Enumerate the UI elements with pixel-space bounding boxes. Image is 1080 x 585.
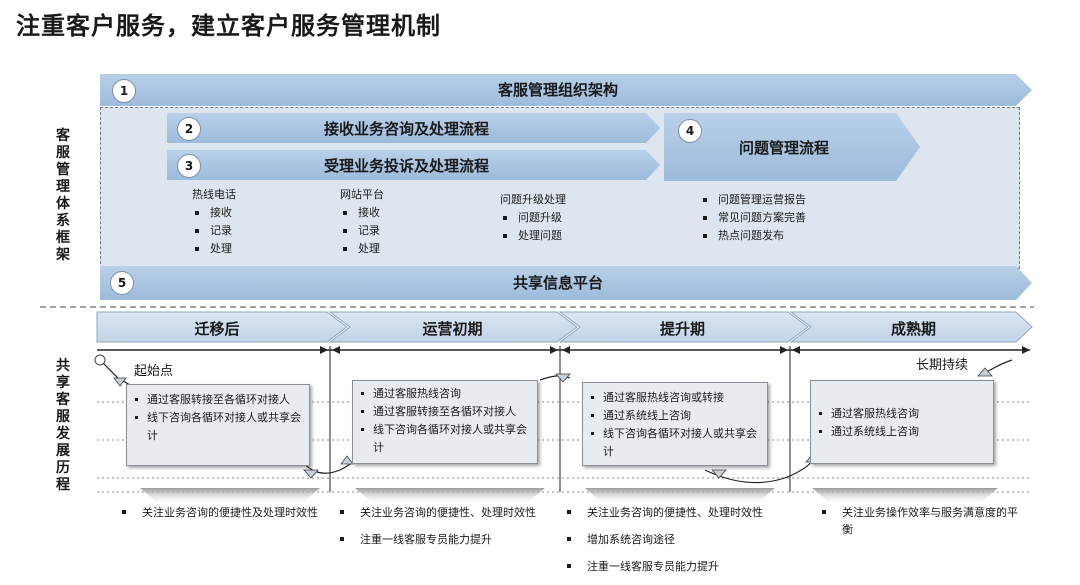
- list-item: 增加系统咨询途径: [565, 531, 795, 548]
- list-item: 问题升级: [500, 209, 640, 227]
- list-item: 问题管理运营报告: [700, 191, 900, 209]
- list-item: 接收: [192, 204, 312, 222]
- list-item: 线下咨询各循环对接人或共享会计: [133, 409, 303, 445]
- bar4-arrow: [664, 113, 920, 181]
- list-item: 处理问题: [500, 227, 640, 245]
- col-escalate-title: 问题升级处理: [500, 193, 566, 206]
- list-item: 通过客服热线咨询: [359, 385, 531, 403]
- focus-list-2: 关注业务咨询的便捷性、处理时效性 注重一线客服专员能力提升: [338, 504, 548, 558]
- phase-label-3: 提升期: [659, 320, 705, 338]
- col-web-title: 网站平台: [340, 188, 384, 201]
- phase-box-2: 通过客服热线咨询 通过客服转接至各循环对接人 线下咨询各循环对接人或共享会计: [352, 380, 538, 464]
- col-web: 网站平台 接收 记录 处理: [340, 186, 460, 258]
- bar4-label: 问题管理流程: [738, 139, 829, 157]
- list-item: 注重一线客服专员能力提升: [338, 531, 548, 548]
- list-item: 记录: [340, 222, 460, 240]
- history-side-label: 共享客服发展历程: [56, 358, 70, 493]
- bar5-arrow: [100, 266, 1032, 300]
- phase-box-4: 通过客服热线咨询 通过系统线上咨询: [810, 380, 994, 464]
- list-item: 接收: [340, 204, 460, 222]
- focus-list-3: 关注业务咨询的便捷性、处理时效性 增加系统咨询途径 注重一线客服专员能力提升: [565, 504, 795, 585]
- list-item: 处理: [340, 240, 460, 258]
- phase-chevron-4: [789, 311, 1033, 343]
- col-hotline-title: 热线电话: [192, 188, 236, 201]
- list-item: 关注业务操作效率与服务满意度的平衡: [820, 504, 1020, 538]
- phase-chevron-2: [328, 311, 578, 343]
- list-item: 通过系统线上咨询: [817, 423, 987, 441]
- list-item: 热点问题发布: [700, 227, 900, 245]
- progress-curve: [99, 359, 1013, 484]
- list-item: 记录: [192, 222, 312, 240]
- list-item: 注重一线客服专员能力提升: [565, 558, 795, 575]
- bar5-number: 5: [110, 271, 134, 295]
- phase-box-3: 通过客服热线咨询或转接 通过系统线上咨询 线下咨询各循环对接人或共享会计: [582, 382, 768, 466]
- phase-chevron-1: [96, 311, 348, 343]
- focus-list-4: 关注业务操作效率与服务满意度的平衡: [820, 504, 1020, 548]
- col-escalate: 问题升级处理 问题升级 处理问题: [500, 191, 640, 245]
- phase-label-4: 成熟期: [890, 320, 936, 338]
- bar1-arrow: [100, 74, 1032, 106]
- bar3-number: 3: [177, 154, 201, 178]
- framework-side-label: 客服管理体系框架: [56, 128, 70, 263]
- phase-label-1: 迁移后: [194, 320, 240, 338]
- end-label: 长期持续: [916, 358, 969, 373]
- list-item: 线下咨询各循环对接人或共享会计: [359, 421, 531, 457]
- start-label: 起始点: [134, 364, 174, 379]
- bar2-number: 2: [177, 117, 201, 141]
- phase-chevron-3: [558, 311, 809, 343]
- list-item: 通过客服热线咨询或转接: [589, 389, 761, 407]
- phase-box-1: 通过客服转接至各循环对接人 线下咨询各循环对接人或共享会计: [126, 384, 310, 466]
- bar2-arrow: [167, 113, 660, 143]
- bar5-label: 共享信息平台: [512, 274, 603, 292]
- list-item: 通过客服热线咨询: [817, 405, 987, 423]
- phase-label-2: 运营初期: [422, 320, 483, 338]
- list-item: 通过客服转接至各循环对接人: [133, 391, 303, 409]
- list-item: 线下咨询各循环对接人或共享会计: [589, 425, 761, 461]
- bar1-label: 客服管理组织架构: [497, 81, 618, 99]
- list-item: 关注业务咨询的便捷性、处理时效性: [338, 504, 548, 521]
- bar2-label: 接收业务咨询及处理流程: [323, 120, 489, 138]
- page-title: 注重客户服务，建立客户服务管理机制: [16, 11, 441, 40]
- list-item: 常见问题方案完善: [700, 209, 900, 227]
- list-item: 关注业务咨询的便捷性、处理时效性: [565, 504, 795, 521]
- col-problem: 问题管理运营报告 常见问题方案完善 热点问题发布: [700, 191, 900, 245]
- list-item: 处理: [192, 240, 312, 258]
- list-item: 通过客服转接至各循环对接人: [359, 403, 531, 421]
- focus-list-1: 关注业务咨询的便捷性及处理时效性: [120, 504, 320, 531]
- list-item: 关注业务咨询的便捷性及处理时效性: [120, 504, 320, 521]
- list-item: 通过系统线上咨询: [589, 407, 761, 425]
- bar4-number: 4: [678, 119, 702, 143]
- bar3-label: 受理业务投诉及处理流程: [323, 157, 489, 175]
- col-hotline: 热线电话 接收 记录 处理: [192, 186, 312, 258]
- bar1-number: 1: [112, 79, 136, 103]
- bar3-arrow: [167, 150, 660, 180]
